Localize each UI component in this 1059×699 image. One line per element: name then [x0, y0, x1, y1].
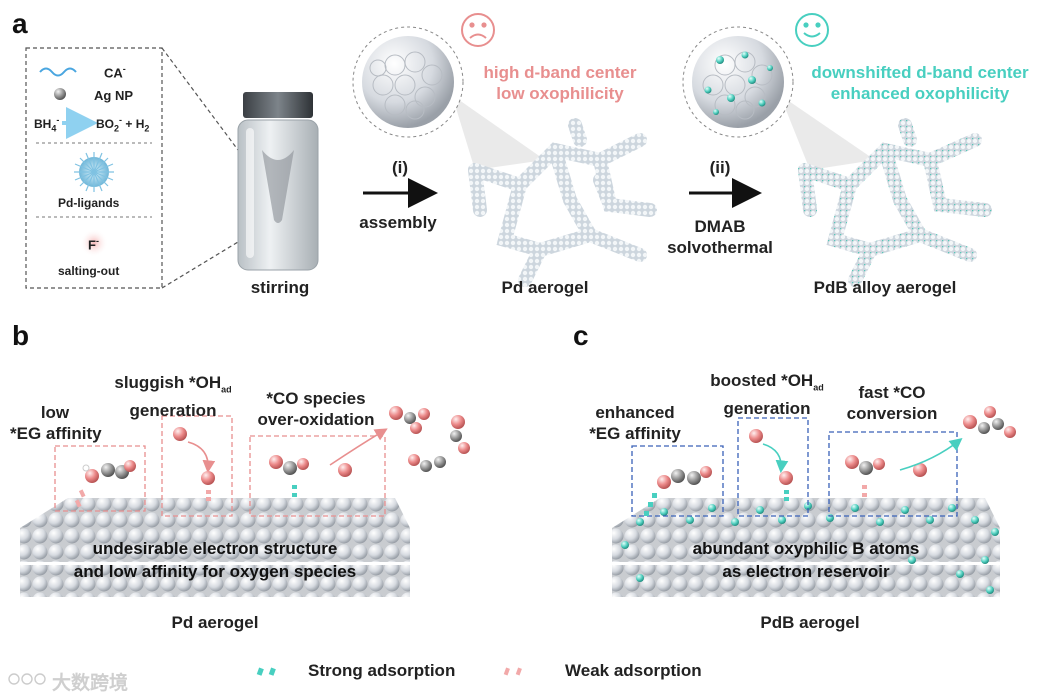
c-surface-line-1: abundant oxyphilic B atoms [692, 539, 920, 558]
panel-label-a: a [12, 8, 28, 39]
pd-surface-slab [20, 498, 410, 597]
b-caption: Pd aerogel [171, 613, 259, 632]
eg-molecule-b [82, 460, 136, 483]
step2-text: DMAB solvothermal [655, 216, 785, 258]
sad-face-icon [461, 13, 495, 47]
b-label-eg-1: low [40, 403, 70, 422]
c-label-oh-generation: boosted *OHad generation [662, 370, 872, 419]
pdb-properties: downshifted d-band center enhanced oxoph… [790, 62, 1050, 104]
legend-bo2-h2: BO2- + H2 [96, 115, 150, 134]
co-molecule-c [845, 455, 927, 477]
step2-line-2: solvothermal [667, 238, 773, 257]
pdb-prop-1: downshifted d-band center [811, 63, 1029, 82]
b-label-eg-affinity: low *EG affinity [10, 402, 102, 444]
legend-ag-np: Ag NP [94, 88, 133, 103]
stirring-label: stirring [250, 278, 310, 297]
pdb-aerogel-label: PdB alloy aerogel [813, 278, 957, 297]
step1-label: (i) [391, 158, 409, 177]
b-label-co-2: over-oxidation [257, 410, 375, 429]
weak-adsorption-icon [503, 667, 522, 676]
c-label-oh-2: generation [723, 399, 811, 419]
c-label-co-2: conversion [846, 404, 938, 423]
b-surface-line-2: and low affinity for oxygen species [73, 562, 357, 581]
legend-salting-out: salting-out [58, 264, 120, 278]
b-label-oh-1: sluggish *OHad [114, 373, 232, 395]
pd-aerogel-network [468, 118, 657, 287]
c-caption: PdB aerogel [760, 613, 860, 632]
watermark-logo [8, 673, 46, 685]
c-label-eg-affinity: enhanced *EG affinity [570, 402, 700, 444]
pd-aerogel-label: Pd aerogel [501, 278, 589, 297]
legend-f: F- [88, 236, 99, 253]
jar-icon [237, 92, 319, 271]
pd-ligands-icon [74, 152, 114, 192]
step2-label: (ii) [709, 158, 731, 177]
c-label-co-1: fast *CO [858, 383, 926, 402]
b-label-eg-2: *EG affinity [10, 424, 102, 443]
pd-prop-1: high d-band center [483, 63, 637, 82]
b-label-oh-generation: sluggish *OHad generation [68, 372, 278, 421]
panel-label-b: b [12, 320, 30, 351]
c-label-co-conversion: fast *CO conversion [822, 382, 962, 424]
step1-text: assembly [359, 213, 437, 232]
oh-molecule-b [173, 427, 187, 441]
oh-molecule-c [749, 429, 763, 443]
watermark-text: 大数跨境 [52, 673, 129, 694]
b-label-oh-2: generation [129, 401, 217, 421]
c-label-oh-1: boosted *OHad [710, 371, 824, 393]
legend-weak-adsorption: Weak adsorption [565, 661, 702, 680]
legend-strong-adsorption: Strong adsorption [308, 661, 456, 680]
legend-ca: CA- [104, 64, 126, 81]
strong-adsorption-icon [256, 667, 276, 676]
ag-np-icon [54, 88, 66, 100]
legend-bh4: BH4- [34, 115, 60, 134]
legend-pd-ligands: Pd-ligands [58, 196, 120, 210]
c-surface-line-2: as electron reservoir [722, 562, 890, 581]
f-ion-icon [80, 229, 108, 257]
step2-line-1: DMAB [694, 217, 746, 236]
panel-label-c: c [573, 320, 589, 351]
pdb-prop-2: enhanced oxophilicity [830, 84, 1010, 103]
pdb-aerogel-network [798, 118, 992, 287]
b-surface-line-1: undesirable electron structure [92, 539, 338, 558]
c-label-eg-2: *EG affinity [589, 424, 681, 443]
b-surface-text: undesirable electron structure and low a… [20, 537, 410, 583]
pd-nanoparticle-icon [352, 26, 545, 170]
pdb-surface-slab [612, 498, 1000, 597]
pd-properties: high d-band center low oxophilicity [465, 62, 655, 104]
eg-molecule-c [657, 466, 712, 489]
pdb-nanoparticle-icon [682, 26, 875, 170]
b-label-co-1: *CO species [266, 389, 366, 408]
c-label-eg-1: enhanced [595, 403, 675, 422]
c-surface-text: abundant oxyphilic B atoms as electron r… [612, 537, 1000, 583]
co2-molecules-c [963, 406, 1016, 438]
co2-molecules-b [389, 406, 470, 472]
b-label-co-overoxidation: *CO species over-oxidation [236, 388, 396, 430]
co-molecule-b [269, 455, 352, 477]
pd-prop-2: low oxophilicity [496, 84, 624, 103]
ca-icon [39, 67, 77, 77]
happy-face-icon [795, 13, 829, 47]
